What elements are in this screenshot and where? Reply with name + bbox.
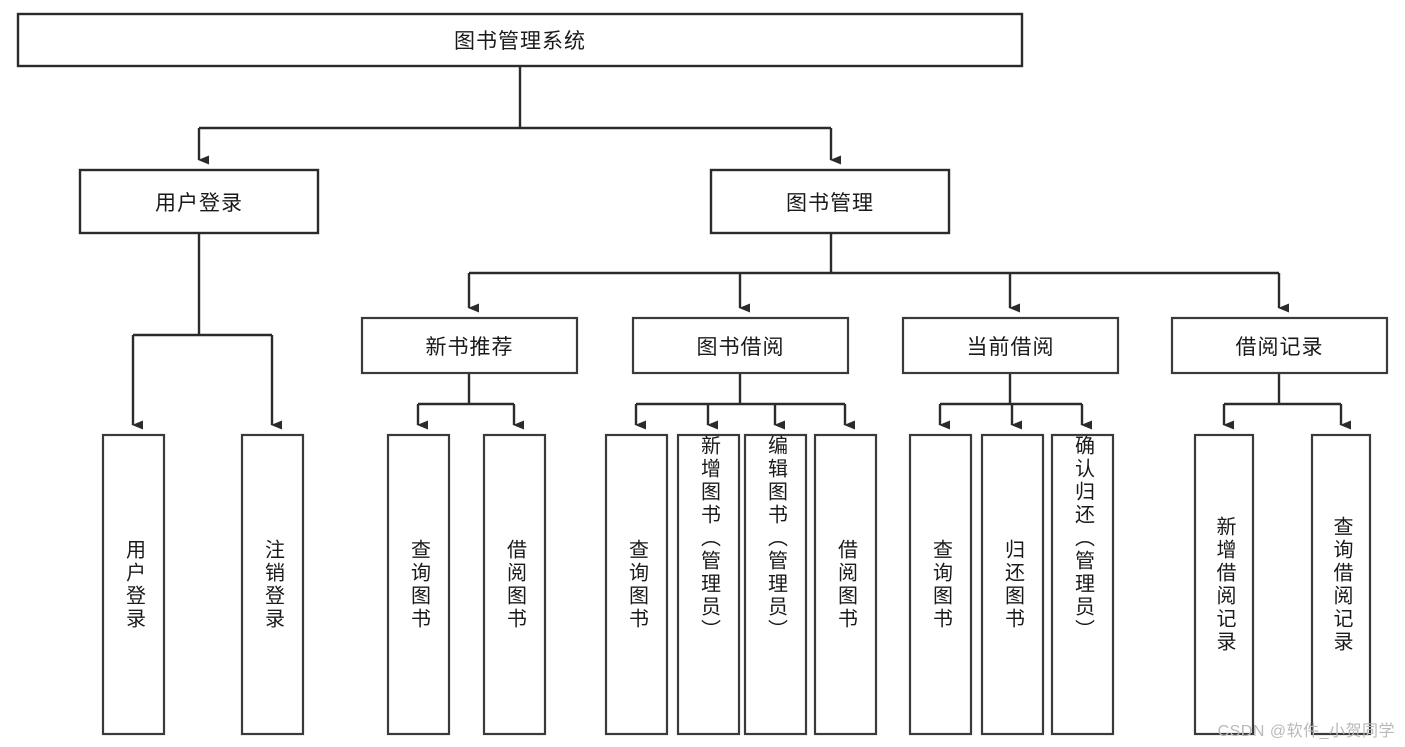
leaf-edit-book-admin-box[interactable] bbox=[743, 433, 808, 736]
leaf-logout-box[interactable] bbox=[240, 433, 305, 736]
leaf-query-book-borrow-box[interactable] bbox=[604, 433, 669, 736]
node-root-box[interactable] bbox=[16, 12, 1024, 68]
leaf-borrow-book-box[interactable] bbox=[813, 433, 878, 736]
connector-group bbox=[131, 66, 1351, 430]
leaf-confirm-return-admin-box[interactable] bbox=[1050, 433, 1115, 736]
leaf-query-book-recommend-box[interactable] bbox=[386, 433, 451, 736]
leaf-add-borrow-record-box[interactable] bbox=[1193, 433, 1255, 736]
leaf-query-borrow-record-box[interactable] bbox=[1310, 433, 1372, 736]
node-boxes bbox=[16, 12, 1389, 736]
leaf-return-book-box[interactable] bbox=[980, 433, 1045, 736]
node-current-borrow-box[interactable] bbox=[901, 316, 1120, 375]
node-new-book-recommend-box[interactable] bbox=[360, 316, 579, 375]
node-book-borrow-box[interactable] bbox=[631, 316, 850, 375]
leaf-user-login-box[interactable] bbox=[101, 433, 166, 736]
node-book-management-box[interactable] bbox=[709, 168, 951, 235]
node-user-login-box[interactable] bbox=[78, 168, 320, 235]
leaf-add-book-admin-box[interactable] bbox=[676, 433, 741, 736]
node-borrow-record-box[interactable] bbox=[1170, 316, 1389, 375]
watermark-text: CSDN @软件_小贺同学 bbox=[1217, 723, 1395, 740]
leaf-borrow-book-recommend-box[interactable] bbox=[482, 433, 547, 736]
leaf-query-book-current-box[interactable] bbox=[908, 433, 973, 736]
